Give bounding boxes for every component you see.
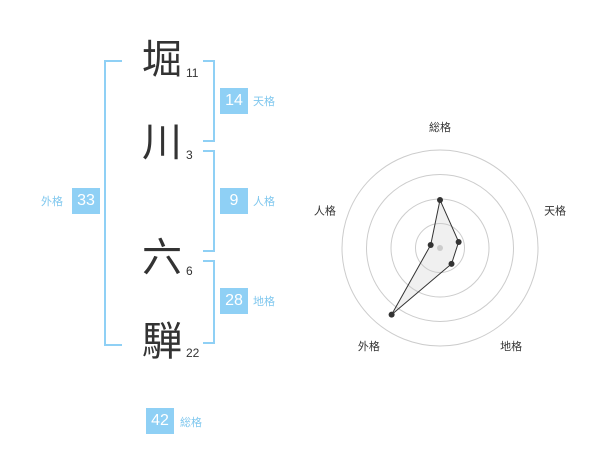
gaikaku-value: 33 (72, 188, 100, 214)
radar-ring-4 (341, 149, 539, 347)
name-char-4: 騨 (142, 319, 182, 365)
name-char-2: 川 (142, 120, 182, 166)
name-char-3: 六 (142, 235, 182, 281)
radar-ring-3 (366, 174, 514, 322)
gaikaku-bracket (104, 60, 122, 346)
jinkaku-label: 人格 (253, 196, 275, 208)
soukaku-value: 42 (146, 408, 174, 434)
jinkaku-value: 9 (220, 188, 248, 214)
tenkaku-bracket (203, 60, 215, 142)
radar-axis-label-gaikaku: 外格 (358, 339, 380, 353)
radar-ring-1 (415, 223, 465, 273)
gaikaku-label: 外格 (41, 196, 63, 208)
radar-point-2 (448, 260, 455, 267)
stroke-count-2: 3 (186, 148, 193, 162)
radar-axis-label-jinkaku: 人格 (314, 204, 336, 218)
radar-polygon (391, 198, 460, 315)
radar-point-3 (388, 311, 395, 318)
stroke-count-1: 11 (186, 66, 199, 80)
jinkaku-bracket (203, 150, 215, 252)
name-char-1: 堀 (142, 37, 182, 83)
stroke-count-4: 22 (186, 346, 200, 360)
tenkaku-value: 14 (220, 88, 248, 114)
chikaku-value: 28 (220, 288, 248, 314)
radar-axis-label-tenkaku: 天格 (544, 204, 566, 218)
radar-chart: 総格 天格 地格 外格 人格 (314, 120, 566, 353)
radar-point-4 (427, 241, 434, 248)
chikaku-label: 地格 (253, 296, 275, 308)
soukaku-label: 総格 (180, 417, 202, 429)
chikaku-bracket (203, 260, 215, 344)
stroke-count-3: 6 (186, 264, 193, 278)
radar-center-dot (437, 245, 443, 251)
radar-point-1 (455, 238, 462, 245)
radar-axis-label-soukaku: 総格 (429, 120, 451, 134)
radar-axis-label-chikaku: 地格 (500, 339, 522, 353)
tenkaku-label: 天格 (253, 96, 275, 108)
radar-point-0 (437, 196, 443, 203)
